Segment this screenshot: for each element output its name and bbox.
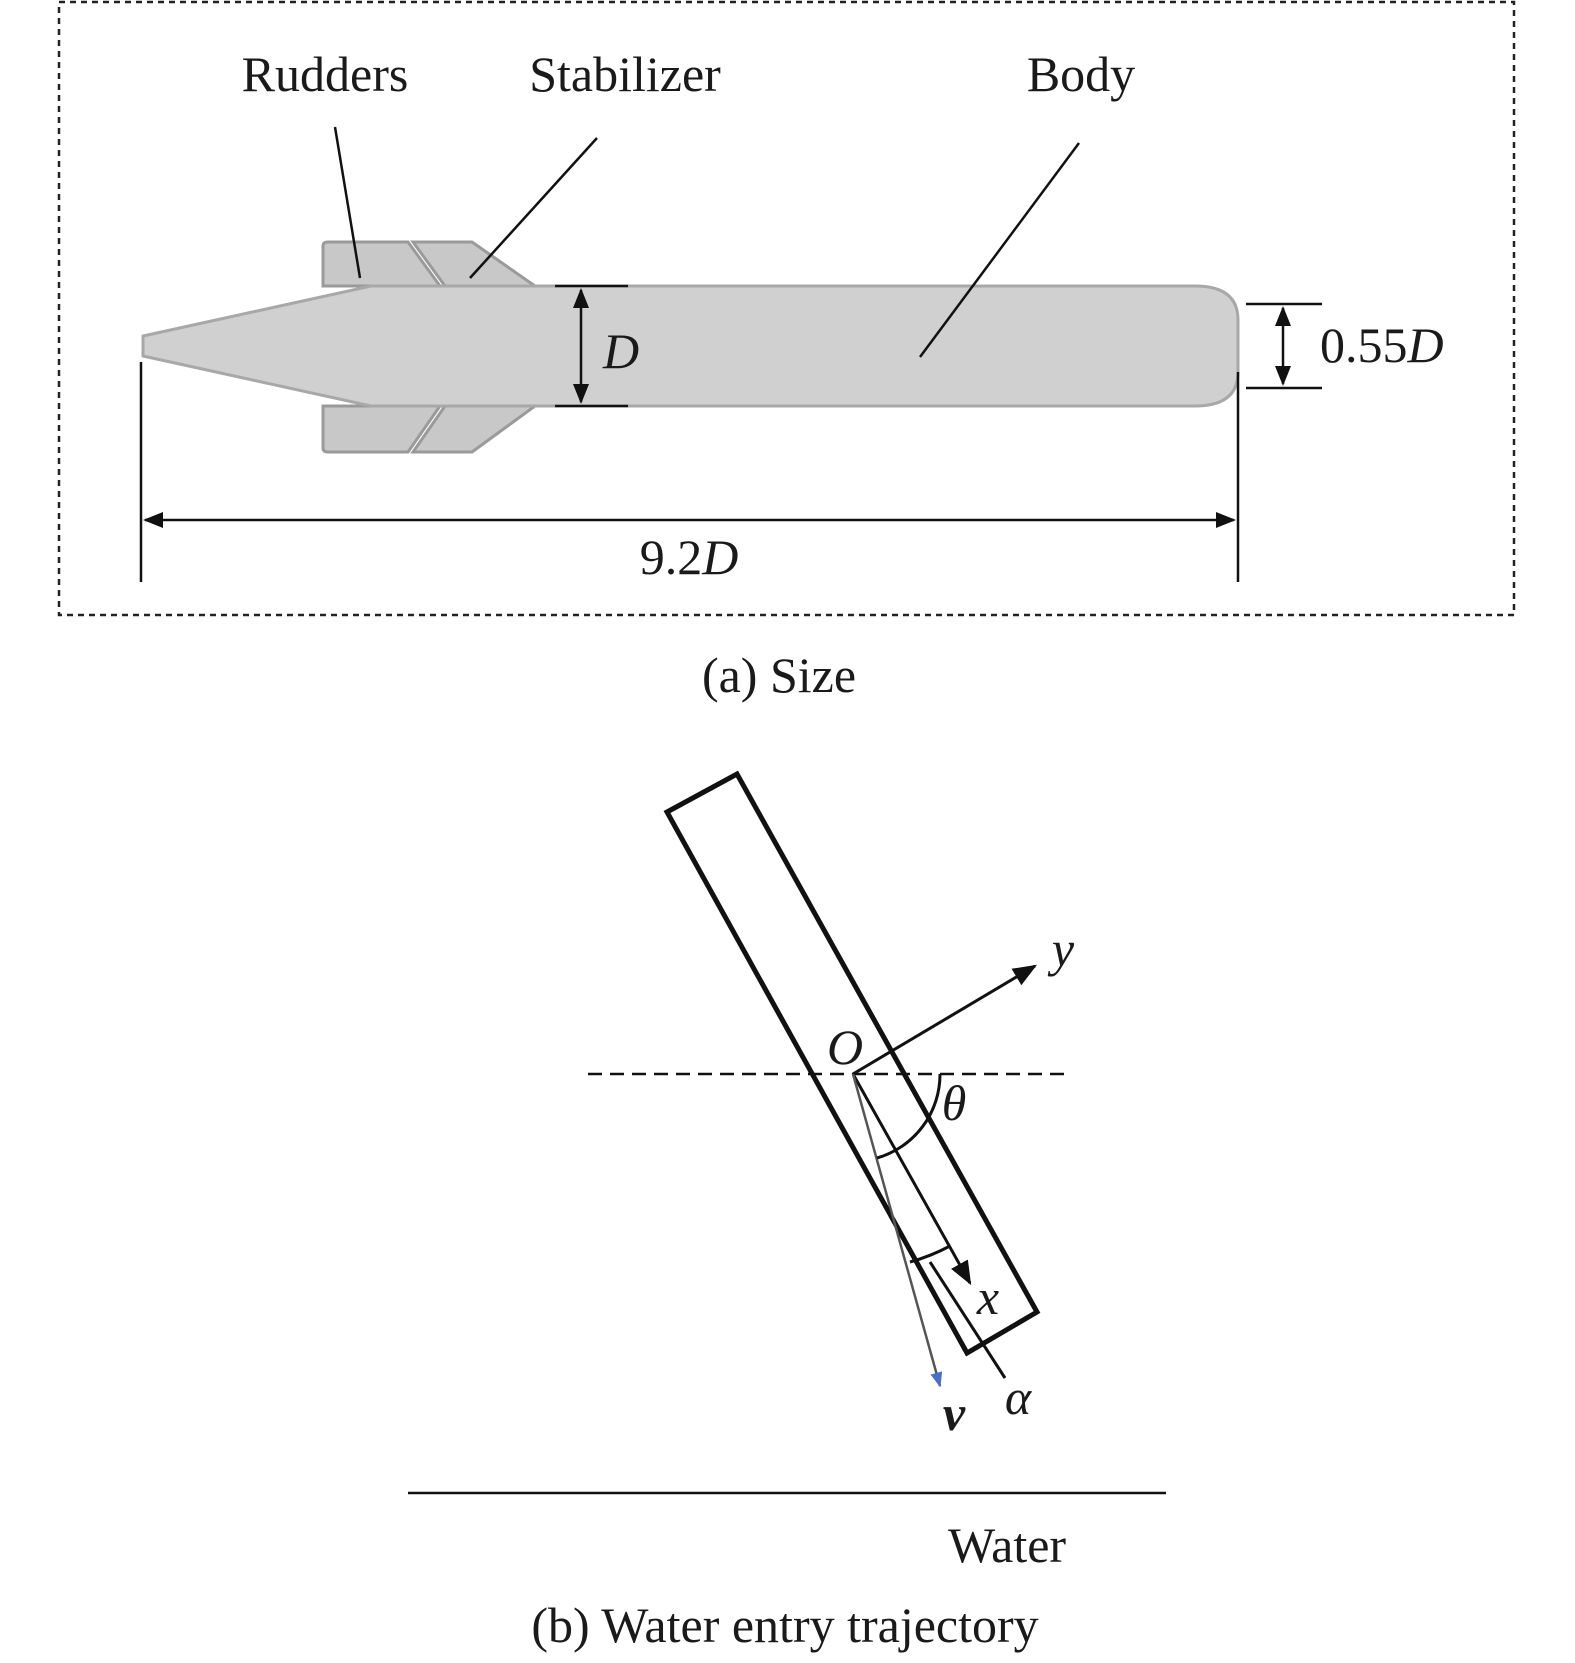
theta-arc <box>876 1073 942 1160</box>
diameter-label: D <box>602 323 639 379</box>
alpha-arc <box>909 1244 951 1264</box>
alpha-label: α <box>1005 1369 1033 1425</box>
velocity-label: v <box>943 1385 966 1441</box>
tail-dimension <box>1246 302 1322 390</box>
water-label: Water <box>948 1517 1066 1573</box>
y-axis-label: y <box>1047 921 1075 977</box>
caption-a: (a) Size <box>702 647 856 703</box>
x-axis-label: x <box>976 1269 999 1325</box>
velocity-arrow <box>851 1073 943 1388</box>
body-leader <box>918 142 1081 358</box>
leader-lines <box>333 126 1081 358</box>
length-dimension <box>139 362 1240 582</box>
tail-diameter-label: 0.55D <box>1320 317 1444 373</box>
theta-label: θ <box>942 1075 967 1131</box>
upper-rudder <box>321 240 443 288</box>
body-rectangle <box>663 770 1041 1357</box>
label-stabilizer: Stabilizer <box>529 46 721 102</box>
rudders-leader <box>333 126 362 279</box>
lower-rudder <box>321 404 443 454</box>
origin-label: O <box>827 1019 863 1075</box>
y-axis-arrow <box>852 964 1038 1076</box>
caption-b: (b) Water entry trajectory <box>531 1597 1038 1653</box>
x-axis-arrow <box>851 1073 972 1286</box>
lower-fins <box>321 404 540 454</box>
label-body: Body <box>1027 46 1135 102</box>
stabilizer-leader <box>469 137 598 279</box>
diameter-dimension <box>555 284 628 408</box>
upper-fins <box>321 240 540 288</box>
alpha-reference-line <box>928 1261 1007 1379</box>
missile-drawing <box>141 240 1240 454</box>
label-rudders: Rudders <box>242 46 409 102</box>
length-label: 9.2D <box>640 529 739 585</box>
panel-a-frame <box>57 0 1516 617</box>
missile-body <box>141 284 1240 408</box>
